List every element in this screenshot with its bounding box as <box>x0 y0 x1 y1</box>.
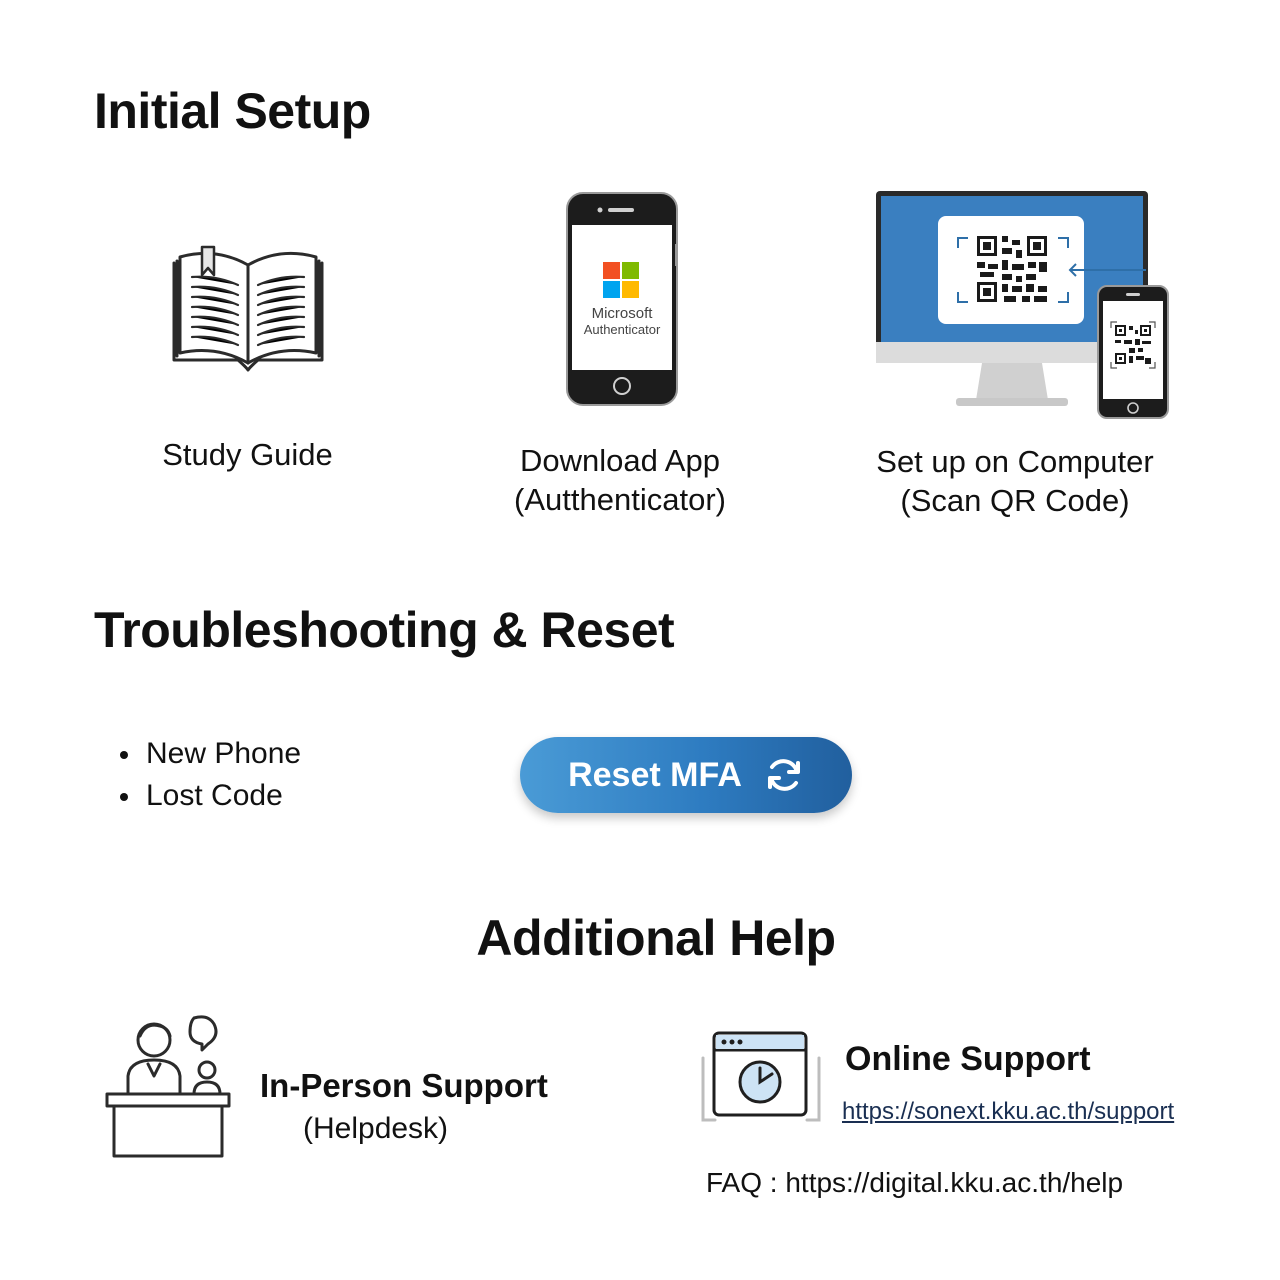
section-title-troubleshooting: Troubleshooting & Reset <box>94 602 675 658</box>
refresh-icon <box>767 759 800 791</box>
reset-mfa-button[interactable]: Reset MFA <box>520 737 852 813</box>
step-caption: Set up on Computer <box>876 444 1154 479</box>
reset-mfa-button-label: Reset MFA <box>568 755 742 794</box>
issue-list: New Phone Lost Code <box>118 733 301 817</box>
browser-clock-icon <box>701 1031 821 1122</box>
step-setup-computer[interactable]: Set up on Computer (Scan QR Code) <box>860 190 1180 520</box>
step-caption: Download App <box>520 443 720 478</box>
step-caption: Study Guide <box>162 437 333 472</box>
open-book-icon <box>172 245 324 372</box>
online-support-link[interactable]: https://sonext.kku.ac.th/support <box>842 1098 1175 1125</box>
phone-brand-line1: Microsoft <box>591 305 653 322</box>
step-caption-sub: (Autthenticator) <box>514 482 726 517</box>
step-download-app[interactable]: Microsoft Authenticator Download App (Au… <box>495 192 745 522</box>
list-item: Lost Code <box>118 775 301 817</box>
list-item: New Phone <box>118 733 301 775</box>
section-title-additional-help: Additional Help <box>476 910 836 966</box>
in-person-support-subtitle: (Helpdesk) <box>303 1112 449 1145</box>
faq-text[interactable]: FAQ : https://digital.kku.ac.th/help <box>706 1167 1124 1198</box>
online-support-title: Online Support <box>845 1040 1091 1078</box>
helpdesk-icon <box>105 1015 231 1158</box>
phone-icon <box>566 192 678 406</box>
step-caption-sub: (Scan QR Code) <box>900 483 1130 518</box>
step-study-guide[interactable]: Study Guide <box>160 225 335 485</box>
section-title-initial-setup: Initial Setup <box>94 83 371 139</box>
in-person-support-title: In-Person Support <box>260 1067 548 1104</box>
monitor-qr-icon <box>876 191 1169 419</box>
phone-brand-line2: Authenticator <box>583 322 661 337</box>
